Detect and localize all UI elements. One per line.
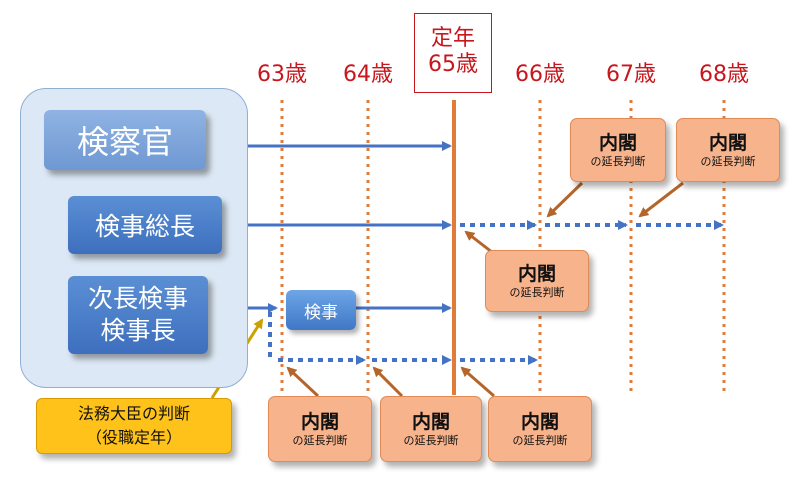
minister-decision-box: 法務大臣の判断 （役職定年） (36, 398, 232, 454)
cabinet-title: 内閣 (517, 262, 556, 285)
retirement-title: 定年 (430, 26, 475, 51)
age-label-67: 67歳 (606, 62, 656, 87)
cab-arrow-67 (546, 181, 584, 218)
cabinet-title: 内閣 (520, 410, 559, 433)
rank-kenji: 検事 (286, 290, 356, 330)
cabinet-subtitle: の延長判断 (403, 433, 459, 447)
cabinet-subtitle: の延長判断 (590, 154, 646, 168)
retirement-age-box: 定年 65歳 (414, 13, 492, 93)
age-label-63: 63歳 (257, 62, 307, 87)
cabinet-subtitle: の延長判断 (292, 433, 348, 447)
cabinet-subtitle: の延長判断 (509, 285, 565, 299)
cabinet-subtitle: の延長判断 (512, 433, 568, 447)
cabinet-box-68: 内閣 の延長判断 (676, 118, 780, 182)
rank-kenji-label: 検事 (304, 302, 338, 323)
rank-kensatsukan: 検察官 (44, 110, 206, 170)
age-label-66: 66歳 (515, 62, 565, 87)
cabinet-box-bottom-64: 内閣 の延長判断 (380, 396, 482, 462)
cabinet-title: 内閣 (411, 410, 450, 433)
age-label-64: 64歳 (343, 62, 393, 87)
cabinet-box-bottom-63: 内閣 の延長判断 (268, 396, 372, 462)
cabinet-title: 内閣 (598, 131, 637, 154)
age-label-65: 65歳 (428, 52, 478, 77)
rank-kenjicho-label: 検事長 (100, 316, 176, 345)
minister-decision-label: 法務大臣の判断 (77, 404, 190, 423)
cab-arrow-68 (638, 181, 684, 218)
cabinet-subtitle: の延長判断 (700, 154, 756, 168)
cab-arrow-bottom-65 (460, 366, 495, 398)
cabinet-box-67: 内閣 の延長判断 (570, 118, 666, 182)
cabinet-title: 内閣 (300, 410, 339, 433)
rank-jicho-label: 次長検事 (87, 284, 188, 313)
rank-kensatsukan-label: 検察官 (76, 123, 173, 161)
rank-kenji-socho: 検事総長 (68, 196, 222, 254)
minister-decision-sublabel: （役職定年） (85, 428, 182, 447)
age-label-68: 68歳 (699, 62, 749, 87)
cab-arrow-bottom-63 (286, 366, 320, 398)
cabinet-box-bottom-65: 内閣 の延長判断 (488, 396, 592, 462)
rank-kenji-socho-label: 検事総長 (94, 212, 195, 241)
cabinet-title: 内閣 (708, 131, 747, 154)
rank-jicho-kenjicho: 次長検事 検事長 (68, 276, 208, 354)
cab-arrow-bottom-64 (372, 366, 404, 398)
cabinet-box-66: 内閣 の延長判断 (485, 250, 589, 312)
